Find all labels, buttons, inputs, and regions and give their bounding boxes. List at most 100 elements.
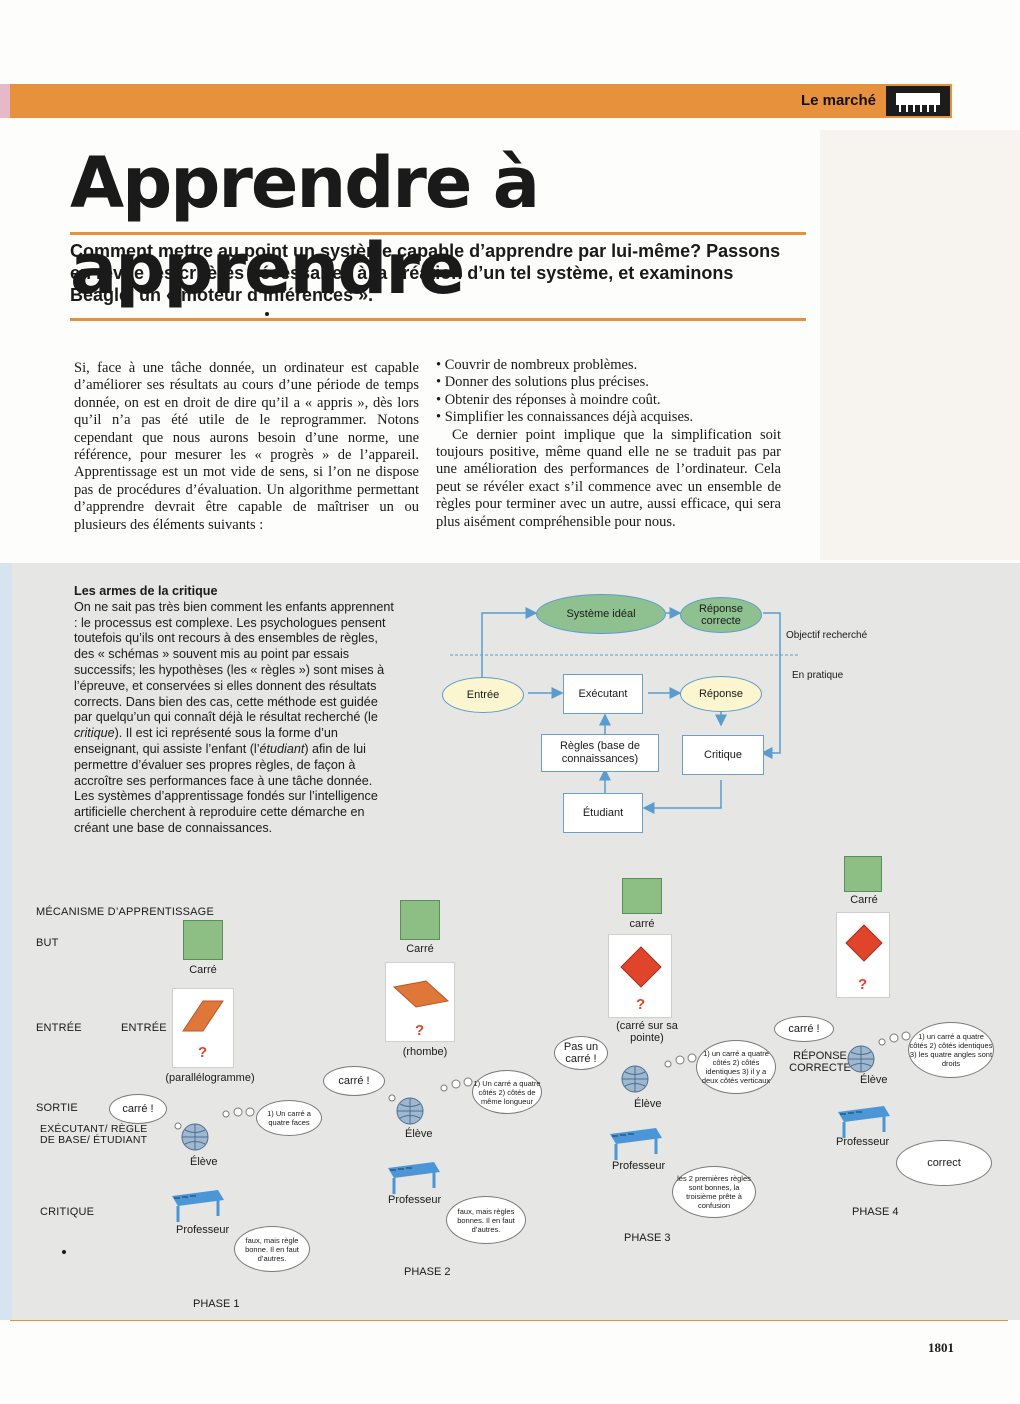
panel-edge-strip xyxy=(0,563,12,1320)
phase1-but-label: Carré xyxy=(189,964,217,976)
parallelogram-shape xyxy=(182,1000,224,1032)
phase4-question-mark: ? xyxy=(858,976,868,993)
body-column-2: • Couvrir de nombreux problèmes. • Donne… xyxy=(436,357,781,531)
phase1-question-mark: ? xyxy=(198,1044,208,1061)
goal-square xyxy=(622,878,662,914)
flow-en-pratique-label: En pratique xyxy=(792,670,844,681)
row-label-critique: CRITIQUE xyxy=(40,1206,95,1218)
phase2-eleve: Élève xyxy=(405,1128,433,1140)
goal-square xyxy=(183,920,223,960)
flow-regles: Règles (base de connaissances) xyxy=(541,734,659,772)
phase4-professeur: Professeur xyxy=(836,1136,890,1148)
bullet-item: • Donner des solutions plus précises. xyxy=(436,374,649,391)
phase3-question-mark: ? xyxy=(636,996,646,1013)
phase2-entree-label: (rhombe) xyxy=(402,1046,448,1058)
title-rule xyxy=(70,232,806,235)
phase3-output-bubble: Pas un carré ! xyxy=(554,1036,608,1070)
section-band xyxy=(10,84,952,118)
right-margin-column xyxy=(820,130,1020,560)
phase3-label: PHASE 3 xyxy=(624,1232,671,1244)
thought-dots xyxy=(878,1031,911,1046)
row-label-executant: EXÉCUTANT/ RÈGLE DE BASE/ ÉTUDIANT xyxy=(40,1123,148,1146)
section-tag: Le marché xyxy=(800,92,876,109)
phase2-but-label: Carré xyxy=(406,943,434,955)
phase1-input-card xyxy=(172,988,234,1068)
phase4-output-bubble: carré ! xyxy=(774,1016,834,1042)
phase1-eleve: Élève xyxy=(190,1156,218,1168)
flow-etudiant: Étudiant xyxy=(563,793,643,833)
diamond-shape xyxy=(620,946,662,988)
flow-entree: Entrée xyxy=(442,677,524,713)
student-globe-icon xyxy=(846,1044,876,1074)
rhombus-shape xyxy=(392,980,450,1008)
teacher-desk-icon xyxy=(168,1186,224,1222)
flow-systeme-ideal: Système idéal xyxy=(536,594,666,634)
phase2-professeur: Professeur xyxy=(388,1194,442,1206)
flow-objectif-label: Objectif recherché xyxy=(786,630,868,641)
phase1-label: PHASE 1 xyxy=(193,1298,240,1310)
phase3-entree-label: (carré sur sa pointe) xyxy=(616,1020,678,1044)
body-column-1: Si, face à une tâche donnée, un ordinate… xyxy=(74,360,419,533)
sidebar-heading: Les armes de la critique xyxy=(74,584,218,598)
phase3-critique-bubble: les 2 premières règles sont bonnes, la t… xyxy=(672,1166,756,1218)
flow-connectors xyxy=(450,607,800,814)
phase2-input-card xyxy=(385,962,455,1042)
article-title: Apprendre à apprendre xyxy=(70,142,540,310)
phase2-critique-bubble: faux, mais règles bonnes. Il en faut d’a… xyxy=(446,1196,526,1244)
thought-dots xyxy=(664,1053,697,1068)
phase1-entree-label: (parallélogramme) xyxy=(165,1072,255,1084)
thought-dots xyxy=(388,1077,473,1102)
phase3-rule-bubble: 1) un carré a quatre côtés 2) côtés iden… xyxy=(696,1040,776,1094)
flow-executant: Exécutant xyxy=(563,674,643,714)
bullet-dot xyxy=(265,312,269,316)
phase1-output-bubble: carré ! xyxy=(109,1094,167,1124)
mechanism-title: MÉCANISME D’APPRENTISSAGE xyxy=(36,906,214,918)
student-globe-icon xyxy=(620,1064,650,1094)
phase4-reponse-label: RÉPONSE CORRECTE xyxy=(789,1050,851,1074)
phase2-rule-bubble: 1) Un carré a quatre côtés 2) côtés de m… xyxy=(472,1070,542,1114)
left-edge-tab xyxy=(0,84,10,118)
flow-reponse: Réponse xyxy=(680,676,762,712)
intro-rule xyxy=(70,318,806,321)
sidebar-text: Les armes de la critique On ne sait pas … xyxy=(74,584,394,835)
row-label-sortie: SORTIE xyxy=(36,1102,78,1114)
phase2-question-mark: ? xyxy=(415,1022,425,1039)
phase3-input-card xyxy=(608,934,672,1018)
goal-square xyxy=(844,856,882,892)
student-globe-icon xyxy=(180,1122,210,1152)
bullet-item: • Couvrir de nombreux problèmes. xyxy=(436,357,638,373)
bullet-item: • Simplifier les connaissances déjà acqu… xyxy=(436,409,694,426)
phase4-critique-bubble: correct xyxy=(896,1140,992,1186)
phase4-but-label: Carré xyxy=(850,894,878,906)
phase2-output-bubble: carré ! xyxy=(323,1066,385,1096)
phase4-rule-bubble: 1) un carré a quatre côtés 2) côtés iden… xyxy=(908,1022,994,1078)
goal-square xyxy=(400,900,440,940)
article-intro: Comment mettre au point un système capab… xyxy=(70,241,781,305)
phase4-label: PHASE 4 xyxy=(852,1206,899,1218)
teacher-desk-icon xyxy=(834,1102,890,1138)
flow-reponse-correcte: Réponse correcte xyxy=(680,597,762,633)
phase3-eleve: Élève xyxy=(634,1098,662,1110)
bottom-rule xyxy=(10,1320,1008,1321)
phase1-rule-bubble: 1) Un carré a quatre faces xyxy=(256,1100,322,1136)
student-globe-icon xyxy=(395,1096,425,1126)
page-number: 1801 xyxy=(928,1340,954,1355)
diamond-shape xyxy=(845,924,883,962)
phase3-professeur: Professeur xyxy=(612,1160,666,1172)
body-paragraph: Ce dernier point implique que la simplif… xyxy=(436,426,781,530)
teacher-desk-icon xyxy=(384,1158,440,1194)
row-label-entree: ENTRÉE xyxy=(36,1022,82,1034)
row-label-but: BUT xyxy=(36,937,59,949)
row-label-entree-2: ENTRÉE xyxy=(121,1022,167,1034)
phase2-label: PHASE 2 xyxy=(404,1266,451,1278)
phase1-critique-bubble: faux, mais règle bonne. Il en faut d’aut… xyxy=(234,1226,310,1272)
bullet-item: • Obtenir des réponses à moindre coût. xyxy=(436,391,661,408)
thought-dots xyxy=(174,1107,255,1130)
phase3-but-label: carré xyxy=(629,918,655,930)
flow-critique: Critique xyxy=(682,735,764,775)
chip-icon xyxy=(886,86,950,116)
phase4-eleve: Élève xyxy=(860,1074,888,1086)
bullet-dot xyxy=(62,1250,66,1254)
phase4-input-card xyxy=(836,912,890,998)
phase1-professeur: Professeur xyxy=(176,1224,230,1236)
